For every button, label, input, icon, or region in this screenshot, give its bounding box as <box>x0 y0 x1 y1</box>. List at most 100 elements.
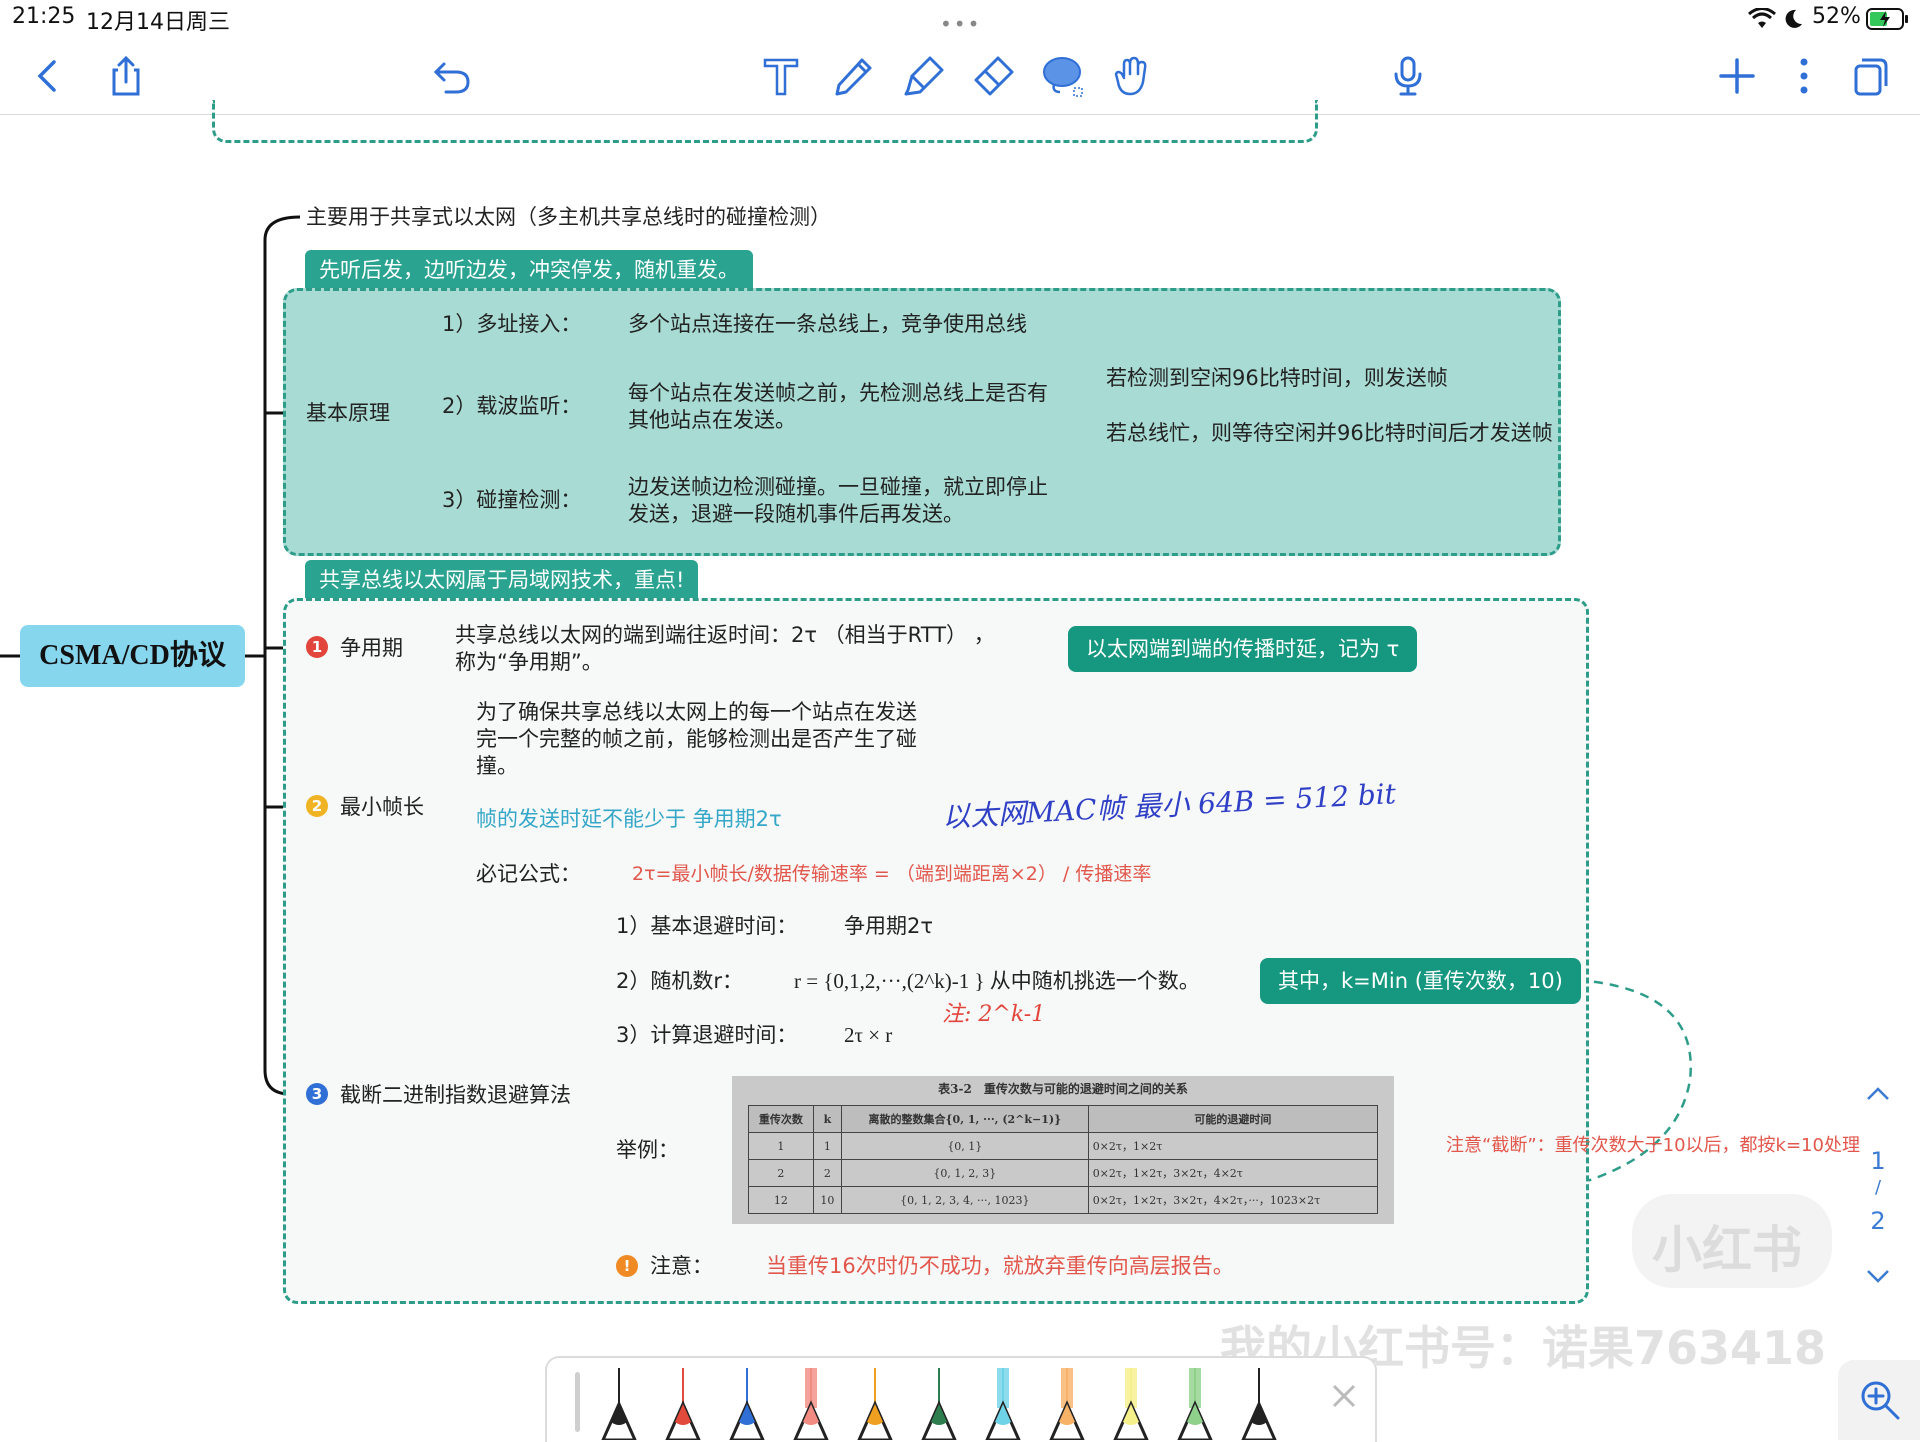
more-button[interactable] <box>1778 50 1830 102</box>
badge-2: 2 <box>306 795 328 817</box>
current-page: 1 <box>1870 1147 1886 1175</box>
undo-button[interactable] <box>426 50 478 102</box>
contention-label[interactable]: 争用期 <box>340 636 403 660</box>
table-row: 12 10 {0, 1, 2, 3, 4, ···, 1023} 0×2τ，1×… <box>748 1186 1379 1214</box>
random-r-value: r = {0,1,2,···,(2^k)-1 } 从中随机挑选一个数。 <box>794 969 1200 993</box>
pen-5[interactable] <box>853 1360 897 1440</box>
multitask-dots-icon[interactable]: ••• <box>940 12 982 36</box>
pen-11[interactable] <box>1237 1360 1281 1440</box>
warning-text: 当重传16次时仍不成功，就放弃重传向高层报告。 <box>766 1254 1234 1278</box>
section1-box <box>283 288 1561 556</box>
pen-tool-button[interactable] <box>828 50 880 102</box>
status-time: 21:25 <box>12 4 76 29</box>
min-frame-label[interactable]: 最小帧长 <box>340 795 424 819</box>
previous-section-box <box>212 100 1318 143</box>
tray-handle[interactable] <box>575 1372 580 1432</box>
page-separator: / <box>1874 1177 1882 1198</box>
table-cell: 12 <box>748 1186 814 1214</box>
contention-desc: 共享总线以太网的端到端往返时间：2τ （相当于RTT） ，称为“争用期”。 <box>455 623 995 674</box>
page-down-icon[interactable] <box>1866 1269 1890 1285</box>
eraser-tool-icon <box>974 56 1014 96</box>
highlighter-tool-button[interactable] <box>898 50 950 102</box>
root-node[interactable]: CSMA/CD协议 <box>20 625 245 687</box>
multi-access-label: 1）多址接入： <box>442 312 582 336</box>
truncate-note: 注意“截断”：重传次数大于10以后，都按k=10处理 <box>1446 1135 1860 1156</box>
pen-1[interactable] <box>597 1360 641 1440</box>
wifi-icon <box>1748 8 1776 28</box>
eraser-tool-button[interactable] <box>968 50 1020 102</box>
back-button[interactable] <box>22 50 74 102</box>
share-icon <box>112 55 140 96</box>
hand-tool-icon <box>1114 56 1147 96</box>
table-cell: 1 <box>748 1132 814 1160</box>
example-label: 举例： <box>616 1138 679 1162</box>
table-cell: 2 <box>812 1159 842 1187</box>
table-cell: {0, 1, 2, 3, 4, ···, 1023} <box>840 1186 1089 1214</box>
warning-label: 注意： <box>650 1254 713 1278</box>
pen-2[interactable] <box>661 1360 705 1440</box>
table-header: 可能的退避时间 <box>1087 1105 1379 1133</box>
carrier-sense-label: 2）载波监听： <box>442 394 582 418</box>
microphone-button[interactable] <box>1382 50 1434 102</box>
k-min-note: 其中，k=Min (重传次数，10) <box>1260 958 1581 1004</box>
table-cell: 0×2τ，1×2τ <box>1087 1132 1379 1160</box>
backoff-table: 重传次数 k 离散的整数集合{0, 1, ···, (2^k−1)} 可能的退避… <box>748 1105 1379 1214</box>
pen-4[interactable] <box>789 1360 833 1440</box>
text-tool-button[interactable] <box>755 50 807 102</box>
pen-3[interactable] <box>725 1360 769 1440</box>
lasso-tool-icon <box>1043 57 1083 97</box>
pen-9[interactable] <box>1109 1360 1153 1440</box>
lasso-tool-button[interactable] <box>1038 50 1090 102</box>
pen-10[interactable] <box>1173 1360 1217 1440</box>
total-pages: 2 <box>1870 1207 1886 1235</box>
highlighter-tool-icon <box>904 56 944 96</box>
warning-icon: ! <box>616 1255 638 1277</box>
badge-1: 1 <box>306 636 328 658</box>
share-button[interactable] <box>100 50 152 102</box>
compute-backoff-value: 2τ × r <box>844 1023 893 1047</box>
table-cell: 1 <box>812 1132 842 1160</box>
section2-banner: 共享总线以太网属于局域网技术，重点! <box>305 560 699 600</box>
propagation-delay-note: 以太网端到端的传播时延，记为 τ <box>1068 626 1418 672</box>
collision-detect-desc: 边发送帧边检测碰撞。一旦碰撞，就立即停止发送，退避一段随机事件后再发送。 <box>628 475 1048 526</box>
hand-tool-button[interactable] <box>1108 50 1160 102</box>
carrier-busy-rule: 若总线忙，则等待空闲并96比特时间后才发送帧 <box>1106 421 1553 445</box>
table-cell: {0, 1} <box>840 1132 1089 1160</box>
zoom-button[interactable] <box>1838 1360 1920 1440</box>
backoff-label[interactable]: 截断二进制指数退避算法 <box>340 1083 571 1107</box>
pages-button[interactable] <box>1844 50 1896 102</box>
pages-icon <box>1854 58 1888 96</box>
table-header: 离散的整数集合{0, 1, ···, (2^k−1)} <box>840 1105 1089 1133</box>
page-up-icon[interactable] <box>1866 1085 1890 1101</box>
table-header: k <box>812 1105 842 1133</box>
table-cell: {0, 1, 2, 3} <box>840 1159 1089 1187</box>
usage-branch: 主要用于共享式以太网（多主机共享总线时的碰撞检测） <box>306 205 831 229</box>
base-backoff-value: 争用期2τ <box>844 914 934 938</box>
toolbar <box>0 36 1920 115</box>
formula-label: 必记公式： <box>476 862 581 886</box>
battery-icon <box>1866 8 1908 30</box>
pen-6[interactable] <box>917 1360 961 1440</box>
more-icon <box>1800 58 1808 94</box>
status-date: 12月14日周三 <box>86 10 230 35</box>
add-icon <box>1719 58 1755 94</box>
table-cell: 10 <box>812 1186 842 1214</box>
table-caption: 表3-2 重传次数与可能的退避时间之间的关系 <box>938 1082 1188 1096</box>
pen-tool-icon <box>835 58 872 96</box>
base-backoff-label: 1）基本退避时间： <box>616 914 798 938</box>
close-pen-tray-icon[interactable] <box>1330 1382 1358 1410</box>
add-button[interactable] <box>1711 50 1763 102</box>
pen-8[interactable] <box>1045 1360 1089 1440</box>
table-cell: 2 <box>748 1159 814 1187</box>
moon-icon <box>1785 9 1802 28</box>
collision-detect-label: 3）碰撞检测： <box>442 488 582 512</box>
table-cell: 0×2τ，1×2τ，3×2τ，4×2τ，···，1023×2τ <box>1087 1186 1379 1214</box>
battery-percent: 52% <box>1812 4 1861 29</box>
backoff-table-image: 表3-2 重传次数与可能的退避时间之间的关系 重传次数 k 离散的整数集合{0,… <box>732 1076 1394 1224</box>
status-bar: 21:25 12月14日周三 ••• 52% <box>0 0 1920 36</box>
pen-7[interactable] <box>981 1360 1025 1440</box>
carrier-sense-desc: 每个站点在发送帧之前，先检测总线上是否有其他站点在发送。 <box>628 381 1048 432</box>
basic-principle-label[interactable]: 基本原理 <box>306 401 390 425</box>
min-frame-desc: 为了确保共享总线以太网上的每一个站点在发送完一个完整的帧之前，能够检测出是否产生… <box>476 700 917 778</box>
badge-3: 3 <box>306 1083 328 1105</box>
